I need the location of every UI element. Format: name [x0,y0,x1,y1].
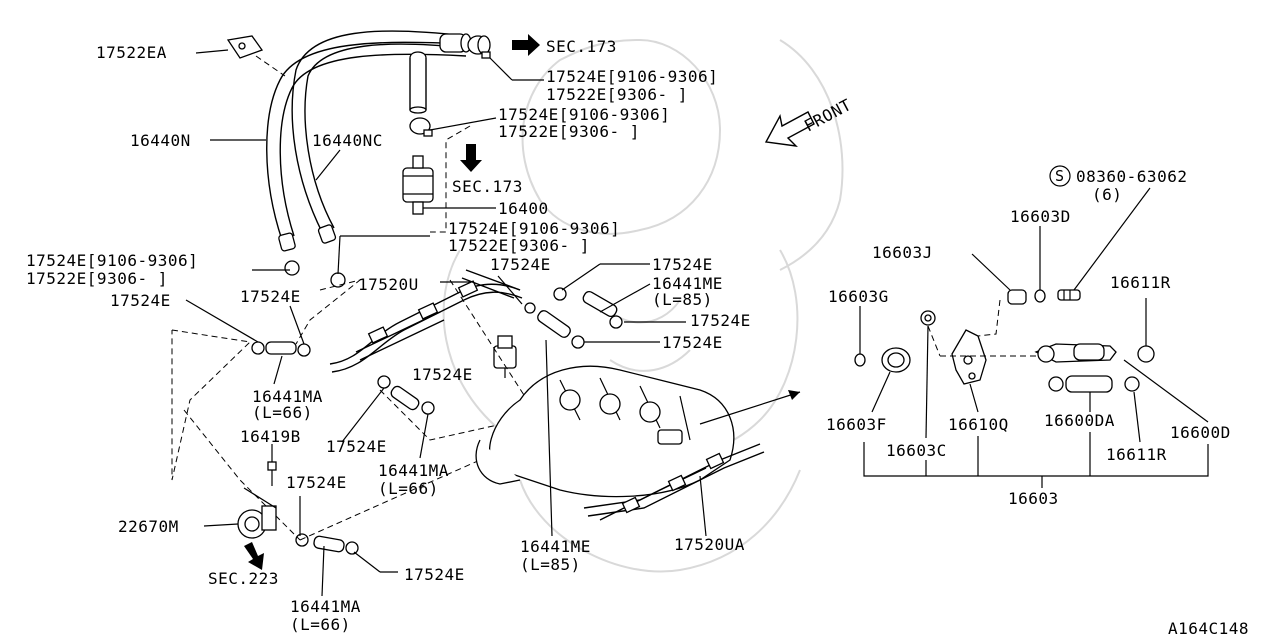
hose-16440NC[interactable] [291,30,467,244]
hose-16441ME-bot[interactable] [536,309,572,339]
injector-16600DA[interactable] [1048,375,1113,393]
pressure-regulator[interactable] [493,335,517,378]
label-17524E-c[interactable]: 17524E [490,255,551,274]
label-17524E-d[interactable]: 17524E [652,255,713,274]
label-16441ME-top-length[interactable]: (L=85) [652,290,713,309]
regulator-22670M[interactable] [237,487,277,539]
label-16441MA-2[interactable]: 16441MA [378,461,449,480]
label-16603C[interactable]: 16603C [886,441,947,460]
label-16441MA-3-length[interactable]: (L=66) [290,615,351,634]
label-08360-63062[interactable]: 08360-63062 [1076,167,1187,186]
label-16440N[interactable]: 16440N [130,131,191,150]
label-16603J[interactable]: 16603J [872,243,933,262]
label-16603F[interactable]: 16603F [826,415,887,434]
holder-16610Q[interactable] [951,329,987,385]
diagram-id: A164C148 [1168,619,1249,638]
label-16441MA-2-length[interactable]: (L=66) [378,479,439,498]
arrow-sec173-top[interactable] [512,34,540,56]
label-16600DA[interactable]: 16600DA [1044,411,1115,430]
label-16603G[interactable]: 16603G [828,287,889,306]
label-16441MA-1-length[interactable]: (L=66) [252,403,313,422]
s-mark-circle [1049,165,1071,187]
washer-16603C[interactable] [920,310,936,326]
seal-16611R-bot[interactable] [1124,376,1140,392]
oring-16603G[interactable] [854,353,866,367]
label-16600D[interactable]: 16600D [1170,423,1231,442]
label-16611R-top[interactable]: 16611R [1110,273,1171,292]
fuel-filter-16400[interactable] [402,155,434,215]
hose-16441MA-2[interactable] [377,375,435,415]
label-17524E-left1[interactable]: 17524E[9106-9306] [26,251,198,270]
label-17524E-i[interactable]: 17524E [286,473,347,492]
label-16441ME-bot[interactable]: 16441ME [520,537,591,556]
arrow-direction-right [699,390,801,425]
label-17524E-top2[interactable]: 17524E[9106-9306] [498,105,670,124]
hose-to-filter[interactable] [409,51,427,114]
seal-16603F[interactable] [881,347,911,373]
arrow-sec223[interactable] [244,542,264,570]
label-17524E-top1[interactable]: 17524E[9106-9306] [546,67,718,86]
label-16441MA-1[interactable]: 16441MA [252,387,323,406]
bracket-16603 [863,432,1209,488]
seal-16611R-top[interactable] [1137,345,1155,363]
label-17524E-mid1[interactable]: 17524E[9106-9306] [448,219,620,238]
arrow-front [764,111,815,147]
injector-16600D[interactable] [1034,343,1117,363]
label-17522E-top2[interactable]: 17522E[9306- ] [498,122,640,141]
label-17524E-a[interactable]: 17524E [110,291,171,310]
label-17522E-mid1[interactable]: 17522E[9306- ] [448,236,590,255]
s-mark: S [1055,167,1064,185]
label-16611R-bot[interactable]: 16611R [1106,445,1167,464]
label-16610Q[interactable]: 16610Q [948,415,1009,434]
fuel-rail-17520U[interactable] [329,269,523,373]
label-17524E-j[interactable]: 17524E [404,565,465,584]
label-22670M[interactable]: 22670M [118,517,179,536]
label-sec173-mid[interactable]: SEC.173 [452,177,523,196]
label-17524E-e[interactable]: 17524E [690,311,751,330]
clamps-center[interactable] [284,260,623,349]
label-17524E-h[interactable]: 17524E [326,437,387,456]
pipe-end-top [439,33,472,53]
label-17522E-top1[interactable]: 17522E[9306- ] [546,85,688,104]
label-16419B[interactable]: 16419B [240,427,301,446]
label-front: FRONT [801,95,855,136]
arrow-sec173-mid[interactable] [460,144,482,172]
label-08360-qty: (6) [1092,185,1122,204]
label-17522E-left1[interactable]: 17522E[9306- ] [26,269,168,288]
hose-16441MA-1[interactable] [251,341,311,357]
hose-16441ME-top[interactable] [581,290,618,318]
label-16441ME-top[interactable]: 16441ME [652,274,723,293]
clamp-17524E-top2[interactable] [409,117,433,137]
label-17524E-g[interactable]: 17524E [412,365,473,384]
label-17520UA[interactable]: 17520UA [674,535,745,554]
label-16603[interactable]: 16603 [1008,489,1059,508]
label-16441ME-bot-length[interactable]: (L=85) [520,555,581,574]
label-16441MA-3[interactable]: 16441MA [290,597,361,616]
hose-16440N[interactable] [266,41,467,252]
label-17524E-b[interactable]: 17524E [240,287,301,306]
clamp-17524E-top1[interactable] [467,35,491,59]
fuel-rail-17520UA[interactable] [583,429,765,521]
bolt-08360-63062[interactable] [1057,289,1081,301]
label-17520U[interactable]: 17520U [358,275,419,294]
label-16400[interactable]: 16400 [498,199,549,218]
hose-16441MA-3[interactable] [295,533,359,555]
label-17522EA[interactable]: 17522EA [96,43,167,62]
label-16603D[interactable]: 16603D [1010,207,1071,226]
bolt-16419B[interactable] [267,461,277,486]
washer-16603D[interactable] [1034,289,1046,303]
label-sec223[interactable]: SEC.223 [208,569,279,588]
intake-manifold [475,365,735,498]
label-17524E-f[interactable]: 17524E [662,333,723,352]
label-16440NC[interactable]: 16440NC [312,131,383,150]
clip-17522EA[interactable] [226,35,264,59]
label-sec173-top[interactable]: SEC.173 [546,37,617,56]
spacer-16603J[interactable] [1007,289,1027,305]
